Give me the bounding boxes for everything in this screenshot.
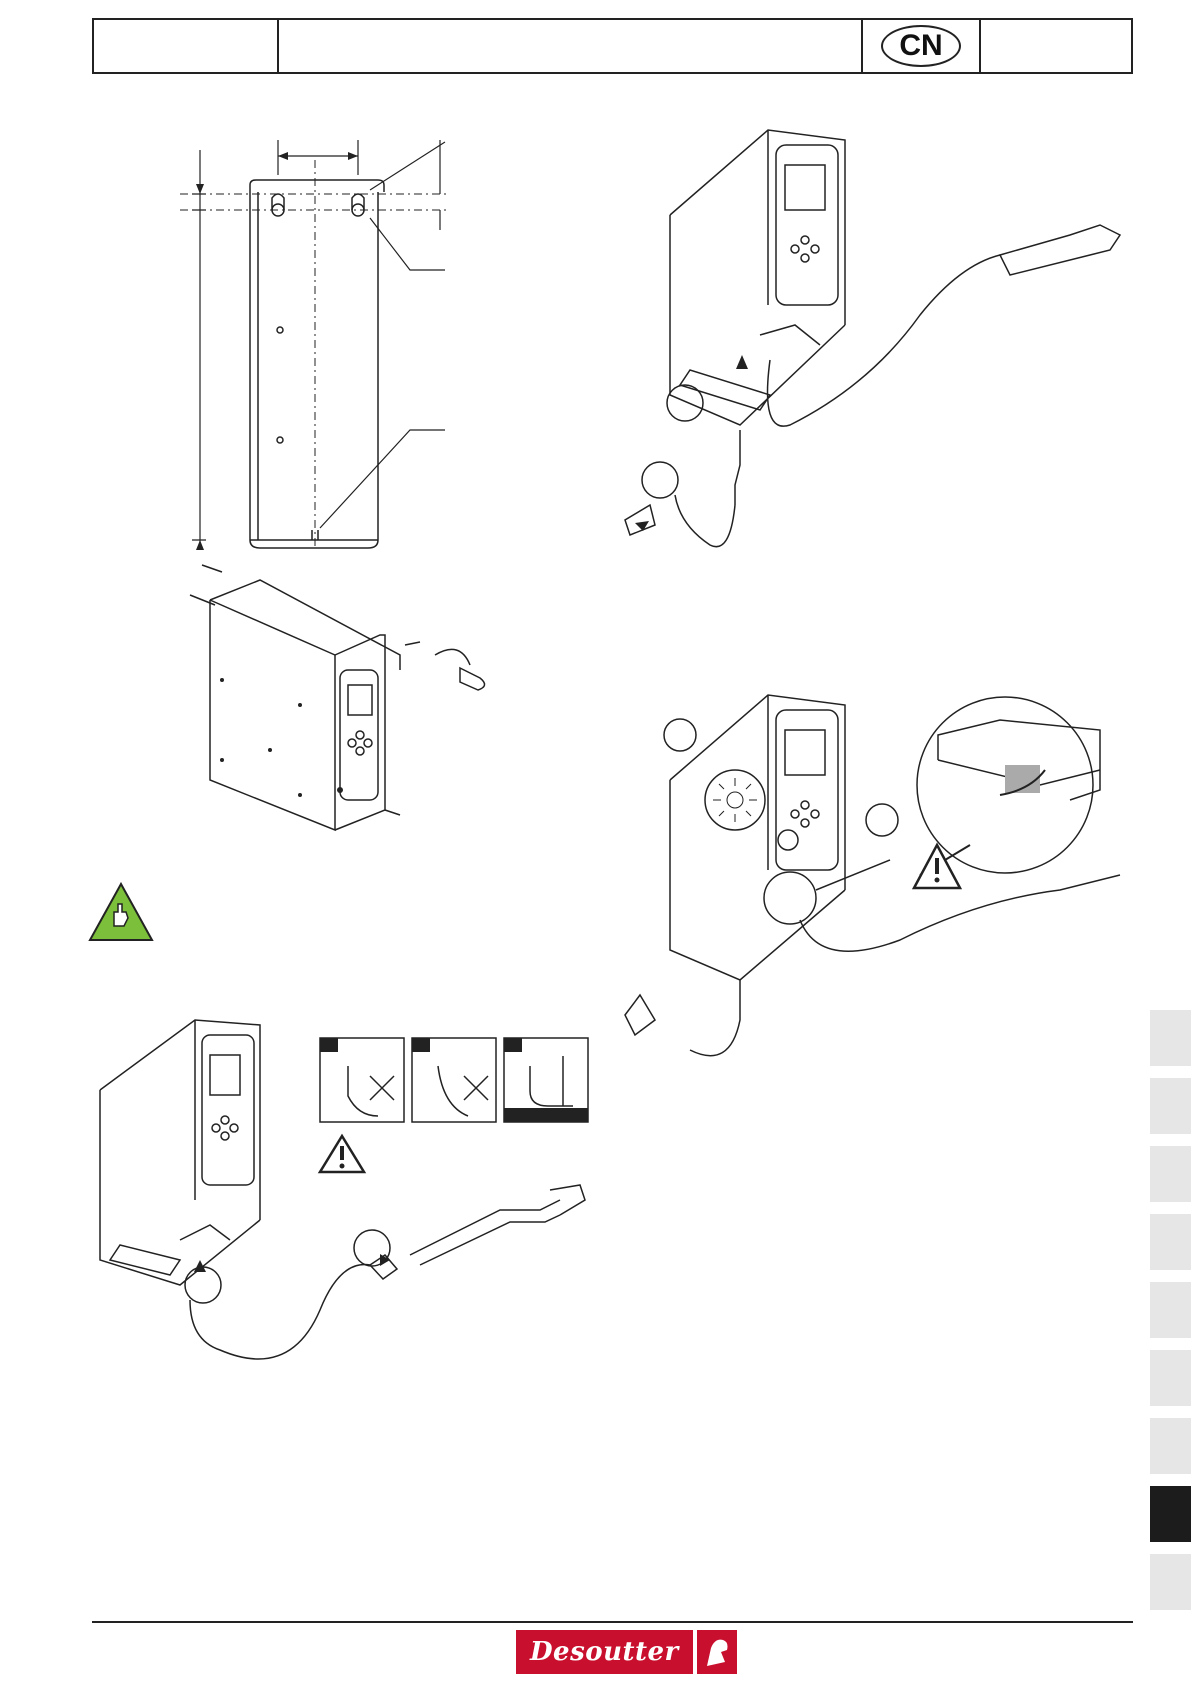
language-badge: CN — [881, 25, 961, 67]
chapter-tabs — [1150, 1010, 1191, 1622]
chapter-tab[interactable] — [1150, 1010, 1191, 1066]
mounting-plate-drawing — [180, 130, 480, 560]
brand-wordmark: Desoutter — [516, 1630, 693, 1674]
header-cell-4 — [981, 20, 1131, 72]
power-connection-drawing — [620, 125, 1140, 595]
chapter-tab[interactable] — [1150, 1554, 1191, 1610]
warning-triangle-icon — [320, 1136, 364, 1172]
wall-mount-drawing — [160, 560, 540, 890]
chapter-tab-active[interactable] — [1150, 1486, 1191, 1542]
led-check-drawing — [620, 690, 1140, 1070]
chapter-tab[interactable] — [1150, 1282, 1191, 1338]
chapter-tab[interactable] — [1150, 1418, 1191, 1474]
header-table: CN — [92, 18, 1133, 74]
header-cell-language: CN — [863, 20, 981, 72]
warning-triangle-icon — [914, 845, 960, 888]
chapter-tab[interactable] — [1150, 1350, 1191, 1406]
led-light-icon — [713, 778, 757, 822]
chapter-tab[interactable] — [1150, 1078, 1191, 1134]
footer-rule — [92, 1621, 1133, 1623]
chapter-tab[interactable] — [1150, 1146, 1191, 1202]
header-cell-2 — [279, 20, 863, 72]
brand-logo: Desoutter — [516, 1630, 737, 1674]
desoutter-logo-icon — [697, 1630, 737, 1674]
note-hand-icon — [88, 882, 154, 942]
chapter-tab[interactable] — [1150, 1214, 1191, 1270]
header-cell-1 — [94, 20, 279, 72]
cable-rule-panels — [318, 1036, 593, 1176]
